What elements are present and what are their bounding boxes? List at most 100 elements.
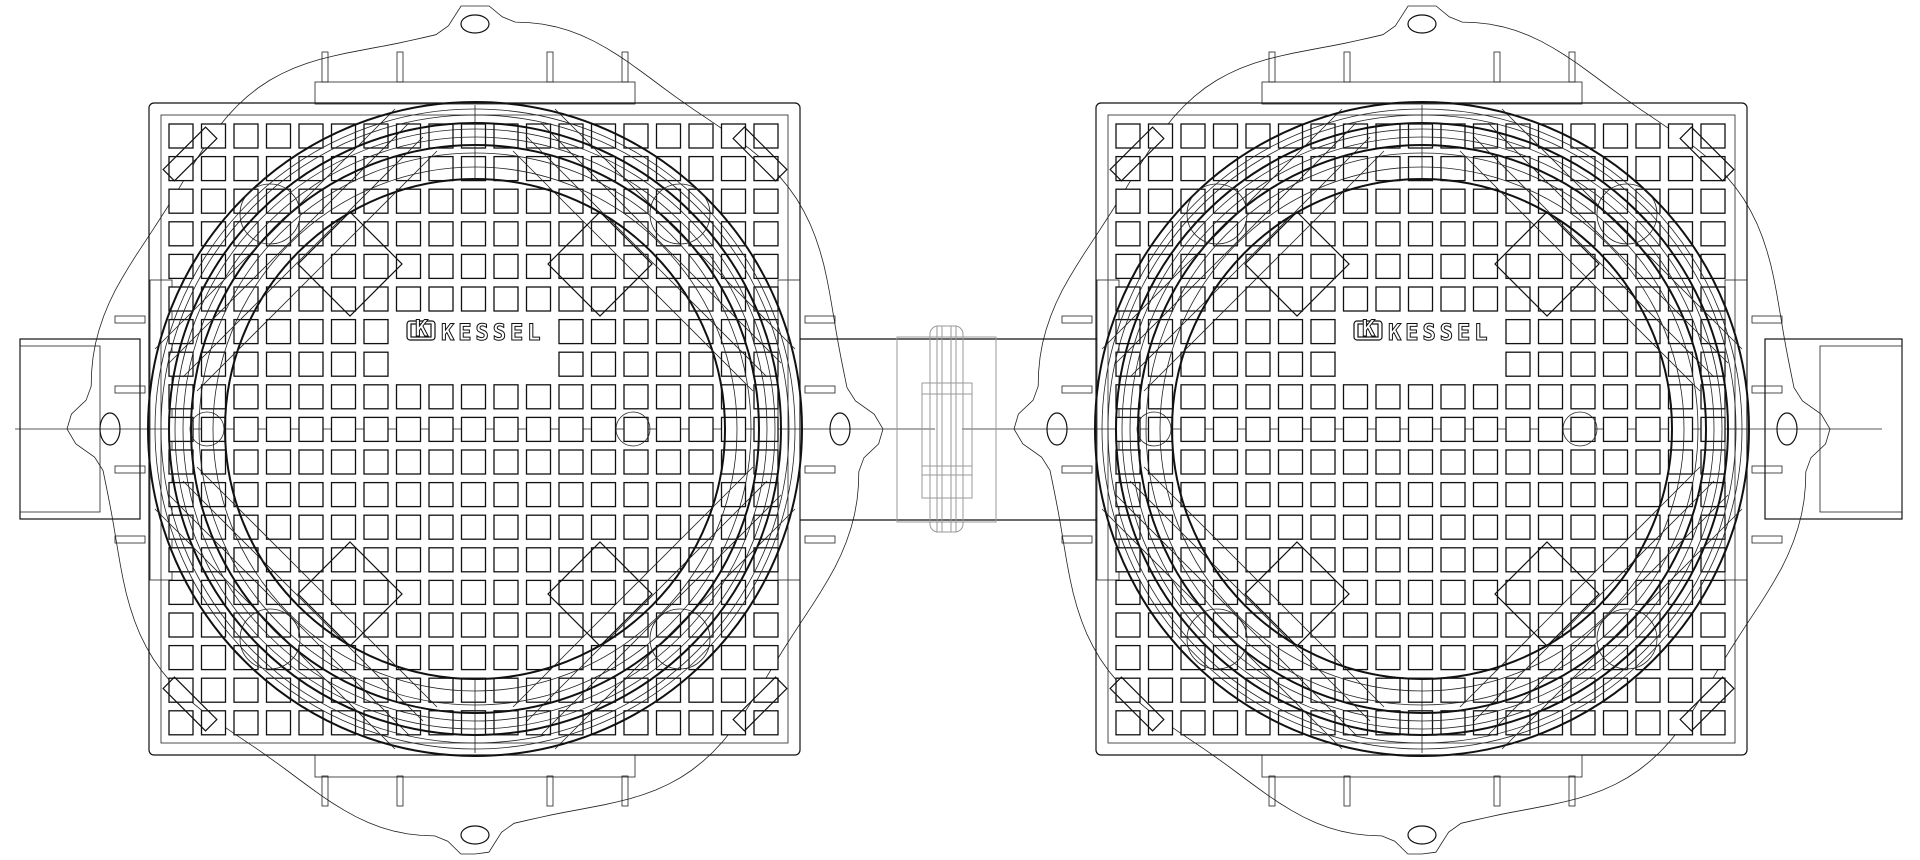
grating-cell [428,416,454,443]
grating-cell [1375,677,1401,703]
grating-cell [395,286,422,312]
grating-cell [395,579,422,606]
grating-cell [1407,612,1434,638]
grating-cell [753,644,779,671]
grating-cell [1277,188,1304,214]
locking-plate [1494,211,1600,317]
grating-cell [1115,155,1141,182]
grating-cell [525,221,552,247]
grating-cell [460,612,487,638]
grating-cell [590,318,617,345]
grating-cell [330,123,357,149]
grating-cell [1310,286,1336,312]
grating-cell [493,123,519,149]
grating-cell [1375,221,1401,247]
grating-cell [330,318,357,345]
grating-cell [265,253,292,280]
grating-cell [298,416,324,443]
grating-cell [655,286,682,312]
grating-cell [623,318,649,345]
grating-cell [1440,188,1466,214]
grating-cell [1115,253,1141,280]
grating-cell [1537,481,1564,508]
grating-cell [1245,351,1271,377]
grating-cell [1310,449,1336,475]
grating-cell [1375,155,1401,182]
grating-cell [1667,547,1694,573]
grating-cell [168,351,194,377]
grating-cell [1277,318,1304,345]
grating-cell [1375,481,1401,508]
grating-cell [395,547,422,573]
grating-cell [525,644,552,671]
grating-cell [493,644,519,671]
grating-cell [460,547,487,573]
grating-cell [330,547,357,573]
grating-cell [493,710,519,736]
grating-cell [395,449,422,475]
locking-plate [547,211,653,317]
grating-cell [1407,384,1434,410]
grating-cell [298,318,324,345]
grating-cell [720,188,747,214]
grating-cell [168,188,194,214]
grating-cell [1472,514,1499,540]
grating-cell [558,481,584,508]
grating-cell [1635,449,1661,475]
grating-cell [363,416,389,443]
grating-cell [590,481,617,508]
grating-cell [1472,286,1499,312]
grating-cell [753,155,779,182]
grating-cell [590,384,617,410]
cover-ring [147,101,803,757]
grating-cell [265,449,292,475]
grating-cell [233,710,259,736]
grating-cell [1310,514,1336,540]
grating-cell [1472,221,1499,247]
grating-cell [298,677,324,703]
grating-cell [525,481,552,508]
grating-cell [168,612,194,638]
grating-cell [1375,579,1401,606]
lifting-lug-hole [1776,412,1798,446]
grating-cell [1440,221,1466,247]
grating-cell [1212,710,1239,736]
grating-cell [265,547,292,573]
grating-cell [558,351,584,377]
grating-cell [1570,612,1596,638]
grating-cell [1342,155,1369,182]
grating-cell [1375,253,1401,280]
grating-cell [688,677,714,703]
grating-cell [1342,481,1369,508]
grating-cell [363,221,389,247]
grating-cell [525,416,552,443]
grating-cell [1635,123,1661,149]
grating-cell [1537,710,1564,736]
grating-cell [1212,351,1239,377]
grating-cell [1245,449,1271,475]
grating-cell [655,710,682,736]
logo-mark-icon [1353,320,1383,341]
grating-cell [233,123,259,149]
locking-plate [1244,211,1350,317]
grating-cell [1472,416,1499,443]
grating-cell [1700,416,1726,443]
grating-cell [493,481,519,508]
grating-cell [1537,449,1564,475]
grating-cell [525,253,552,280]
grating-cell [1342,416,1369,443]
grating-cell [1440,384,1466,410]
grating-cell [1440,123,1466,149]
grating-cell [460,253,487,280]
grating-cell [168,416,194,443]
grating-cell [590,416,617,443]
grating-cell [1245,547,1271,573]
grating-cell [330,286,357,312]
grating-cell [168,384,194,410]
logo-wordmark: KESSEL [1388,321,1491,346]
grating-cell [1570,710,1596,736]
grating-cell [233,547,259,573]
grating-cell [525,547,552,573]
grating-cell [298,514,324,540]
